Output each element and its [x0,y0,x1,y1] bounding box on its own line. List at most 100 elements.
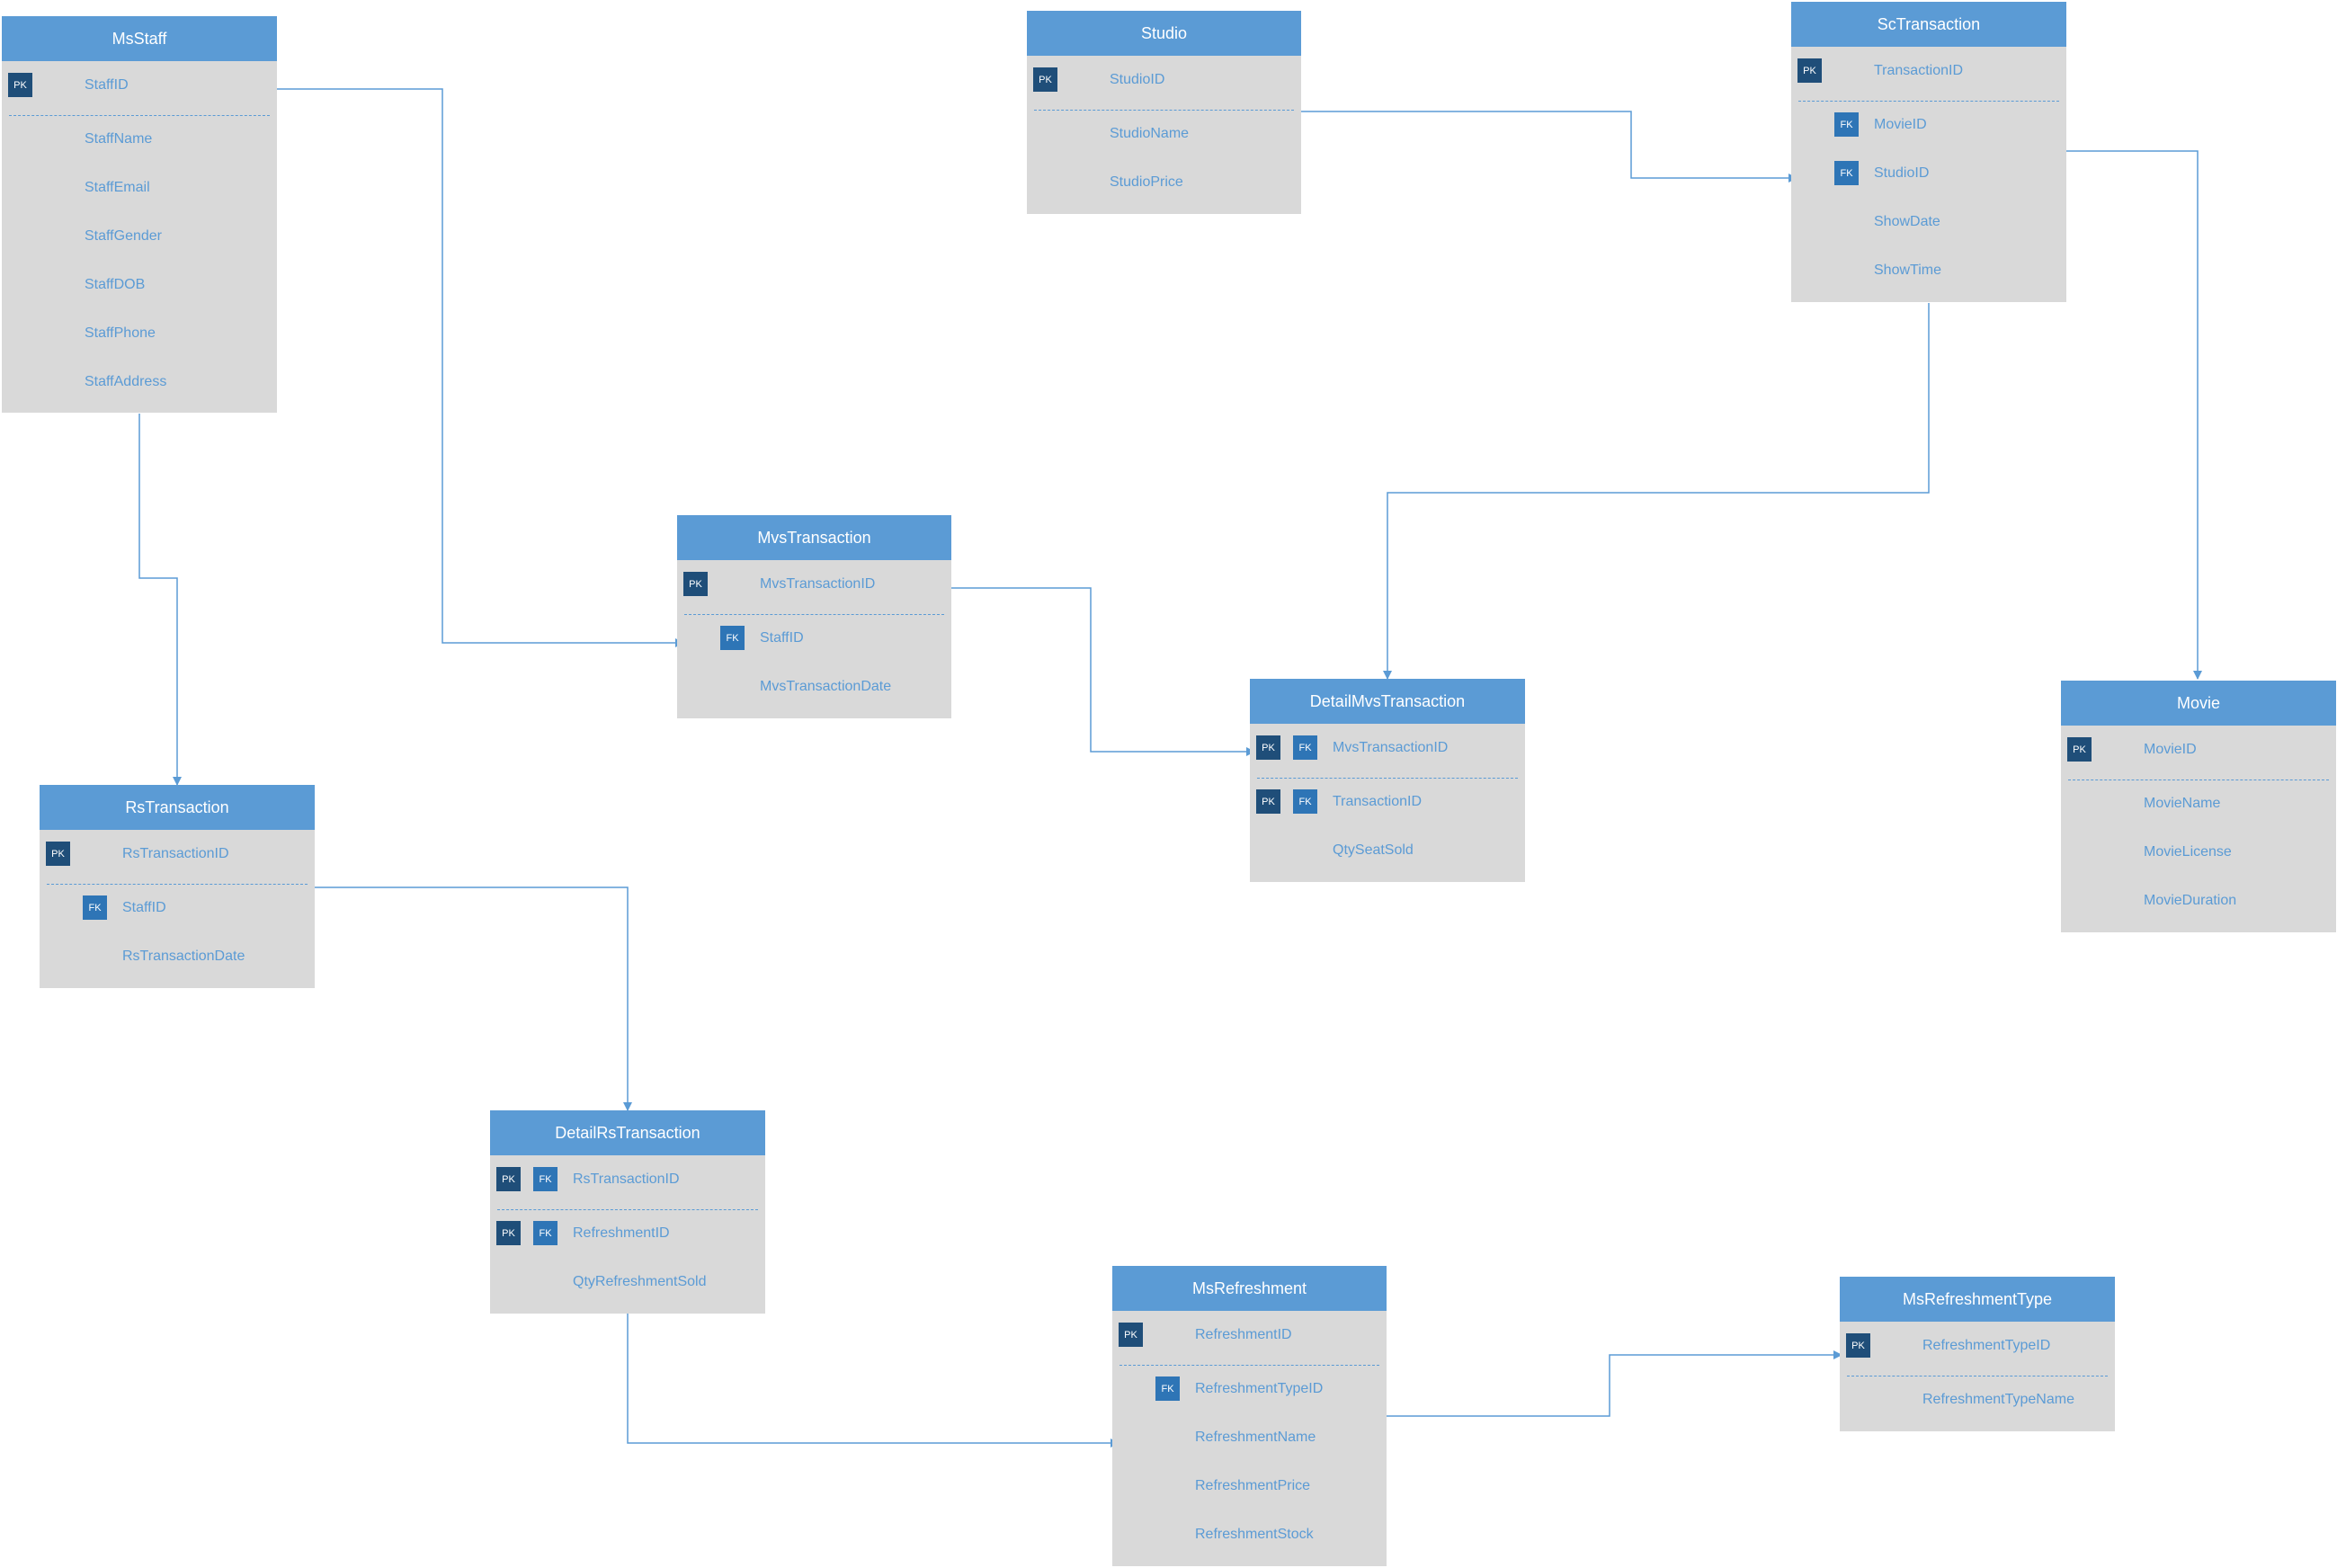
field-row-staffphone: StaffPhone [2,309,277,358]
entity-title: DetailMvsTransaction [1250,679,1525,724]
foreign-key-badge: FK [83,895,107,920]
field-row-studioid: PK StudioID [1027,56,1301,104]
entity-title: MsRefreshmentType [1840,1277,2115,1322]
entity-sctransaction[interactable]: ScTransaction PK TransactionID FK MovieI… [1791,2,2066,302]
entity-msrefreshment[interactable]: MsRefreshment PK RefreshmentID FK Refres… [1112,1266,1387,1566]
field-name: ShowTime [1874,263,1941,278]
field-name: MovieID [1874,117,1927,132]
field-name: MovieID [2144,742,2197,757]
key-divider [1798,101,2059,102]
field-row-staffid: FK StaffID [677,614,951,663]
field-row-rstransactionid: PK RsTransactionID [40,830,315,878]
field-name: StaffName [85,131,153,147]
foreign-key-badge: FK [1834,161,1859,185]
entity-movie[interactable]: Movie PK MovieID MovieName MovieLicense … [2061,681,2336,932]
field-row-staffid: FK StaffID [40,884,315,932]
key-divider [47,884,308,885]
field-name: StudioPrice [1110,174,1183,190]
field-row-movieid: PK MovieID [2061,726,2336,774]
field-row-showtime: ShowTime [1791,246,2066,295]
connector-msrefreshment-msrefreshmenttype [1387,1350,1842,1417]
field-name: StaffEmail [85,180,150,195]
field-name: StaffID [85,77,129,93]
primary-key-badge: PK [496,1167,521,1191]
field-name: StaffID [122,900,166,915]
key-divider [684,614,944,615]
field-name: MvsTransactionID [760,576,876,592]
primary-key-badge: PK [2067,737,2092,762]
field-row-refreshmentname: RefreshmentName [1112,1413,1387,1462]
field-name: RefreshmentID [1195,1327,1292,1342]
primary-key-badge: PK [1846,1333,1870,1358]
primary-key-badge: PK [8,73,32,97]
primary-key-badge: PK [1256,789,1280,814]
entity-mvstransaction[interactable]: MvsTransaction PK MvsTransactionID FK St… [677,515,951,718]
entity-title: MvsTransaction [677,515,951,560]
field-name: StaffID [760,630,804,646]
field-name: MvsTransactionDate [760,679,892,694]
field-name: RefreshmentID [573,1225,670,1241]
field-name: ShowDate [1874,214,1940,229]
field-name: RefreshmentPrice [1195,1478,1311,1493]
field-row-studioid: FK StudioID [1791,149,2066,198]
field-row-refreshmentstock: RefreshmentStock [1112,1510,1387,1559]
field-name: RefreshmentTypeID [1195,1381,1324,1396]
field-row-showdate: ShowDate [1791,198,2066,246]
field-name: TransactionID [1333,794,1422,809]
field-name: QtySeatSold [1333,842,1414,858]
entity-rstransaction[interactable]: RsTransaction PK RsTransactionID FK Staf… [40,785,315,988]
entity-detailmvstransaction[interactable]: DetailMvsTransaction PK FK MvsTransactio… [1250,679,1525,882]
entity-title: MsRefreshment [1112,1266,1387,1311]
entity-title: Studio [1027,11,1301,56]
connector-detailrstransaction-msrefreshment [627,1314,1119,1448]
primary-key-badge: PK [683,572,708,596]
field-name: StudioID [1110,72,1165,87]
field-row-staffid: PK StaffID [2,61,277,110]
field-row-staffaddress: StaffAddress [2,358,277,406]
field-row-rstransactiondate: RsTransactionDate [40,932,315,981]
field-name: StaffDOB [85,277,146,292]
field-row-rstransactionid: PK FK RsTransactionID [490,1155,765,1204]
primary-key-badge: PK [1797,58,1822,83]
connector-rstransaction-detailrstransaction [315,886,632,1111]
field-row-refreshmentprice: RefreshmentPrice [1112,1462,1387,1510]
field-row-refreshmenttypeid: PK RefreshmentTypeID [1840,1322,2115,1370]
field-row-staffemail: StaffEmail [2,164,277,212]
entity-msrefreshmenttype[interactable]: MsRefreshmentType PK RefreshmentTypeID R… [1840,1277,2115,1431]
field-name: RsTransactionDate [122,949,245,964]
field-row-refreshmentid: PK RefreshmentID [1112,1311,1387,1359]
entity-studio[interactable]: Studio PK StudioID StudioName StudioPric… [1027,11,1301,214]
field-row-movieid: FK MovieID [1791,101,2066,149]
entity-title: MsStaff [2,16,277,61]
connector-msstaff-mvstransaction [272,88,684,647]
connector-sctransaction-movie [2066,150,2202,680]
field-name: MvsTransactionID [1333,740,1449,755]
entity-title: ScTransaction [1791,2,2066,47]
field-row-refreshmenttypename: RefreshmentTypeName [1840,1376,2115,1424]
field-row-movielicense: MovieLicense [2061,828,2336,877]
field-name: RefreshmentStock [1195,1527,1314,1542]
field-name: MovieName [2144,796,2221,811]
field-name: MovieDuration [2144,893,2237,908]
field-row-qtyrefreshmentsold: QtyRefreshmentSold [490,1258,765,1306]
field-name: RefreshmentTypeID [1922,1338,2051,1353]
key-divider [1257,778,1518,779]
key-divider [9,115,270,116]
field-row-studioname: StudioName [1027,110,1301,158]
key-divider [1034,110,1294,111]
field-name: StudioID [1874,165,1930,181]
field-row-studioprice: StudioPrice [1027,158,1301,207]
foreign-key-badge: FK [533,1221,557,1245]
entity-title: RsTransaction [40,785,315,830]
field-name: StudioName [1110,126,1190,141]
primary-key-badge: PK [1119,1323,1143,1347]
foreign-key-badge: FK [1155,1376,1180,1401]
entity-msstaff[interactable]: MsStaff PK StaffID StaffName StaffEmail … [2,16,277,413]
field-name: StaffPhone [85,325,156,341]
field-row-moviename: MovieName [2061,780,2336,828]
entity-detailrstransaction[interactable]: DetailRsTransaction PK FK RsTransactionI… [490,1110,765,1314]
field-name: StaffGender [85,228,162,244]
connector-sctransaction-detailmvstransaction [1383,303,1930,680]
field-row-mvstransactionid: PK MvsTransactionID [677,560,951,609]
